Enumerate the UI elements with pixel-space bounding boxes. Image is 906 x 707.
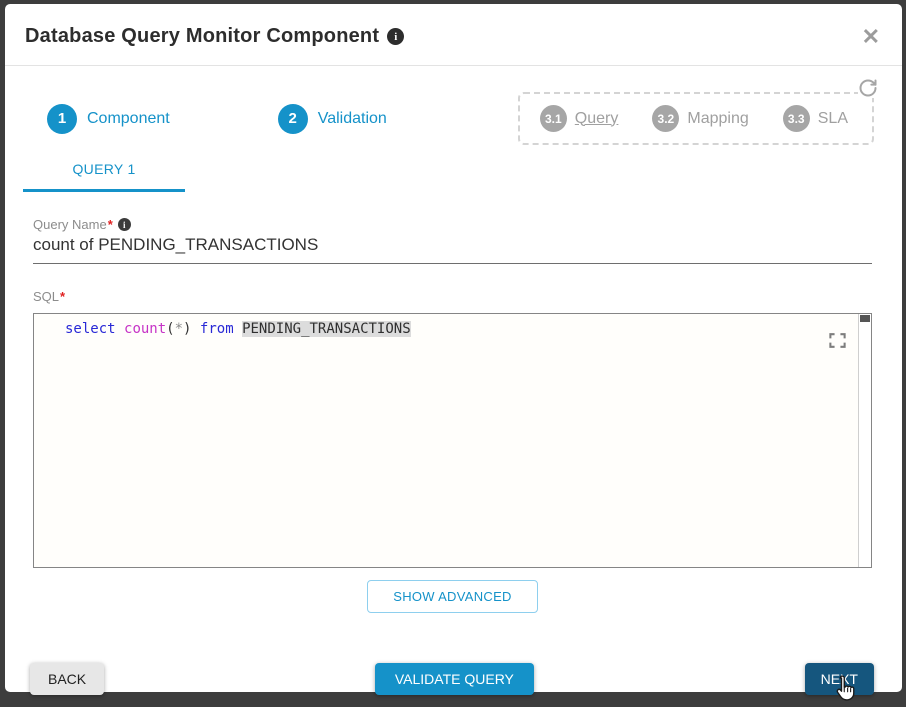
refresh-icon[interactable] bbox=[858, 78, 878, 98]
query-name-input[interactable]: count of PENDING_TRANSACTIONS bbox=[33, 235, 872, 264]
dialog-footer: BACK VALIDATE QUERY NEXT bbox=[30, 663, 874, 695]
validate-query-button[interactable]: VALIDATE QUERY bbox=[375, 663, 534, 695]
sql-token: count bbox=[124, 321, 166, 337]
sql-token: ) bbox=[183, 321, 200, 337]
editor-scrollbar-thumb[interactable] bbox=[860, 315, 870, 322]
advanced-row: SHOW ADVANCED bbox=[33, 580, 872, 613]
sql-label: SQL bbox=[33, 289, 59, 304]
editor-scrollbar[interactable] bbox=[858, 314, 871, 567]
step-1-label: Component bbox=[87, 110, 170, 128]
sql-token-selected: PENDING_TRANSACTIONS bbox=[242, 321, 411, 337]
show-advanced-button[interactable]: SHOW ADVANCED bbox=[367, 580, 538, 613]
sql-code-line[interactable]: select count(*) from PENDING_TRANSACTION… bbox=[34, 314, 871, 337]
dialog-title: Database Query Monitor Component bbox=[25, 25, 379, 48]
query-tabs: QUERY 1 bbox=[23, 161, 902, 192]
query-name-info-icon[interactable]: i bbox=[118, 218, 131, 231]
step-3-1-badge: 3.1 bbox=[540, 105, 567, 132]
substep-group: 3.1 Query 3.2 Mapping 3.3 SLA bbox=[518, 92, 874, 145]
step-3-3-label: SLA bbox=[818, 110, 848, 128]
query-name-label: Query Name bbox=[33, 217, 107, 232]
dialog-header: Database Query Monitor Component i ✕ bbox=[5, 4, 902, 66]
query-form: Query Name * i count of PENDING_TRANSACT… bbox=[5, 192, 902, 613]
back-button[interactable]: BACK bbox=[30, 663, 104, 695]
step-3-1-label: Query bbox=[575, 110, 619, 128]
close-icon[interactable]: ✕ bbox=[862, 26, 880, 48]
sql-token: ( bbox=[166, 321, 174, 337]
substep-mapping[interactable]: 3.2 Mapping bbox=[652, 105, 748, 132]
step-validation[interactable]: 2 Validation bbox=[278, 104, 387, 134]
step-2-badge: 2 bbox=[278, 104, 308, 134]
wizard-steps: 1 Component 2 Validation 3.1 Query 3.2 M… bbox=[33, 92, 874, 145]
step-3-2-label: Mapping bbox=[687, 110, 748, 128]
step-3-2-badge: 3.2 bbox=[652, 105, 679, 132]
sql-token: select bbox=[65, 321, 124, 337]
step-3-3-badge: 3.3 bbox=[783, 105, 810, 132]
sql-token: * bbox=[175, 321, 183, 337]
required-marker: * bbox=[108, 217, 113, 232]
sql-editor[interactable]: select count(*) from PENDING_TRANSACTION… bbox=[33, 313, 872, 568]
sql-label-row: SQL* bbox=[33, 289, 872, 304]
query-name-label-row: Query Name * i bbox=[33, 217, 872, 232]
required-marker: * bbox=[60, 289, 65, 304]
substep-sla[interactable]: 3.3 SLA bbox=[783, 105, 848, 132]
fullscreen-icon[interactable] bbox=[828, 331, 847, 350]
next-button-label: NEXT bbox=[821, 671, 858, 687]
database-query-monitor-dialog: Database Query Monitor Component i ✕ 1 C… bbox=[5, 4, 902, 692]
step-1-badge: 1 bbox=[47, 104, 77, 134]
step-component[interactable]: 1 Component bbox=[47, 104, 170, 134]
next-button[interactable]: NEXT bbox=[805, 663, 874, 695]
substep-query[interactable]: 3.1 Query bbox=[540, 105, 619, 132]
title-info-icon[interactable]: i bbox=[387, 28, 404, 45]
tab-query-1[interactable]: QUERY 1 bbox=[23, 161, 185, 192]
sql-token: from bbox=[200, 321, 242, 337]
step-2-label: Validation bbox=[318, 110, 387, 128]
